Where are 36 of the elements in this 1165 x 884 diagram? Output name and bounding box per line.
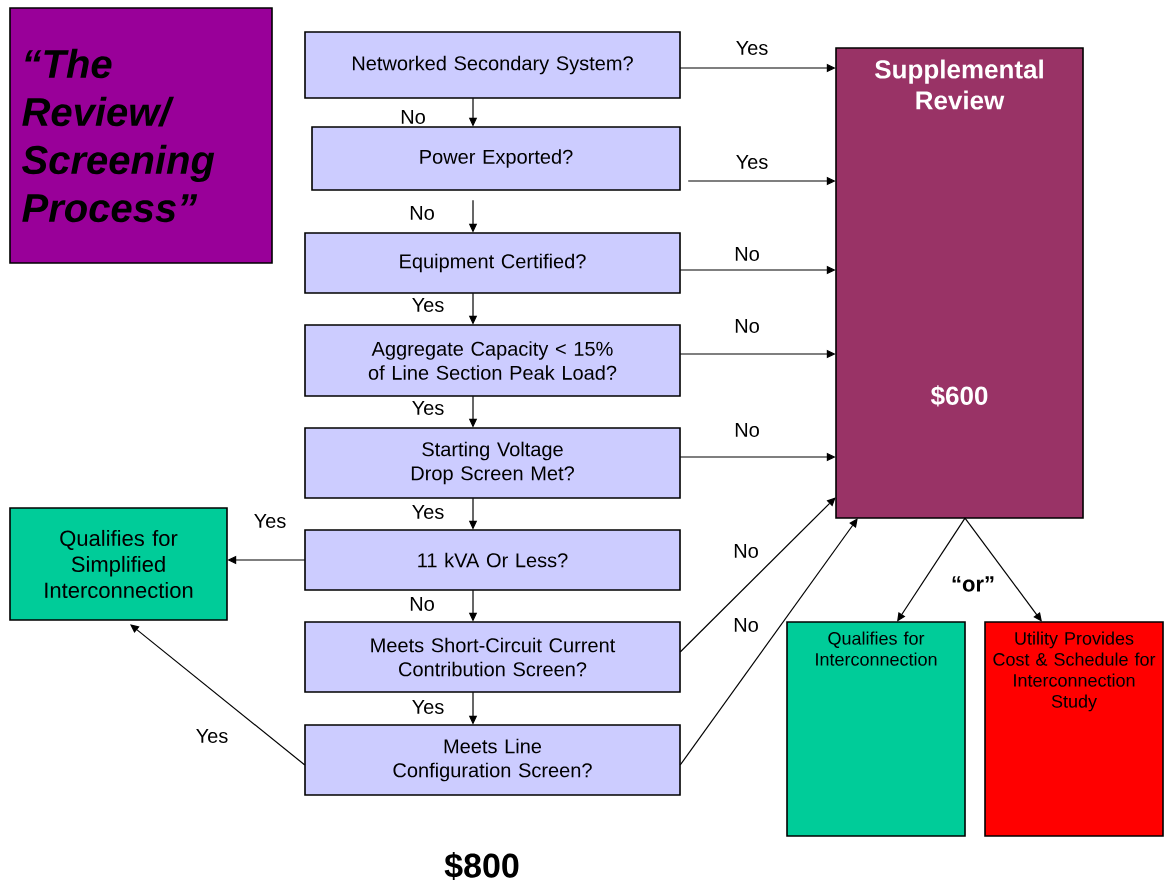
decision-box: Equipment Certified?	[304, 232, 681, 294]
edge-label: No	[408, 596, 436, 612]
edge-label: Yes	[252, 513, 288, 529]
edge-label: No	[399, 109, 427, 125]
edge-label: Yes	[734, 154, 770, 170]
decision-box: Meets Short-Circuit Current Contribution Screen?	[304, 621, 681, 693]
edge-label: No	[732, 617, 760, 633]
arrow	[679, 497, 836, 653]
edge-label: No	[732, 543, 760, 559]
decision-box: 11 kVA Or Less?	[304, 529, 681, 591]
decision-box: Power Exported?	[311, 126, 681, 191]
decision-box: Networked Secondary System?	[304, 31, 681, 99]
edge-label: Yes	[734, 40, 770, 56]
or-label: “or”	[952, 576, 994, 592]
arrow	[130, 624, 306, 766]
edge-label: No	[733, 318, 761, 334]
arrow	[964, 517, 1042, 622]
outcome-box: Qualifies for Interconnection	[786, 621, 966, 837]
review-box: Supplemental Review $600	[835, 47, 1084, 519]
outcome-box: Qualifies for Simplified Interconnection	[9, 507, 228, 621]
decision-box: Aggregate Capacity < 15% of Line Section Peak Load?	[304, 324, 681, 397]
edge-label: No	[733, 246, 761, 262]
decision-box: Starting Voltage Drop Screen Met?	[304, 427, 681, 499]
edge-label: No	[733, 422, 761, 438]
outcome-box: Utility Provides Cost & Schedule for Interconnection Study	[984, 621, 1164, 837]
edge-label: Yes	[410, 699, 446, 715]
arrow	[679, 518, 858, 766]
edge-label: Yes	[410, 400, 446, 416]
edge-label: Yes	[410, 504, 446, 520]
edge-label: No	[408, 205, 436, 221]
arrow	[897, 517, 966, 622]
title-box: “The Review/ Screening Process”	[9, 7, 273, 264]
edge-label: Yes	[410, 297, 446, 313]
edge-label: Yes	[194, 728, 230, 744]
price-label: $800	[444, 852, 519, 880]
decision-box: Meets Line Configuration Screen?	[304, 724, 681, 796]
